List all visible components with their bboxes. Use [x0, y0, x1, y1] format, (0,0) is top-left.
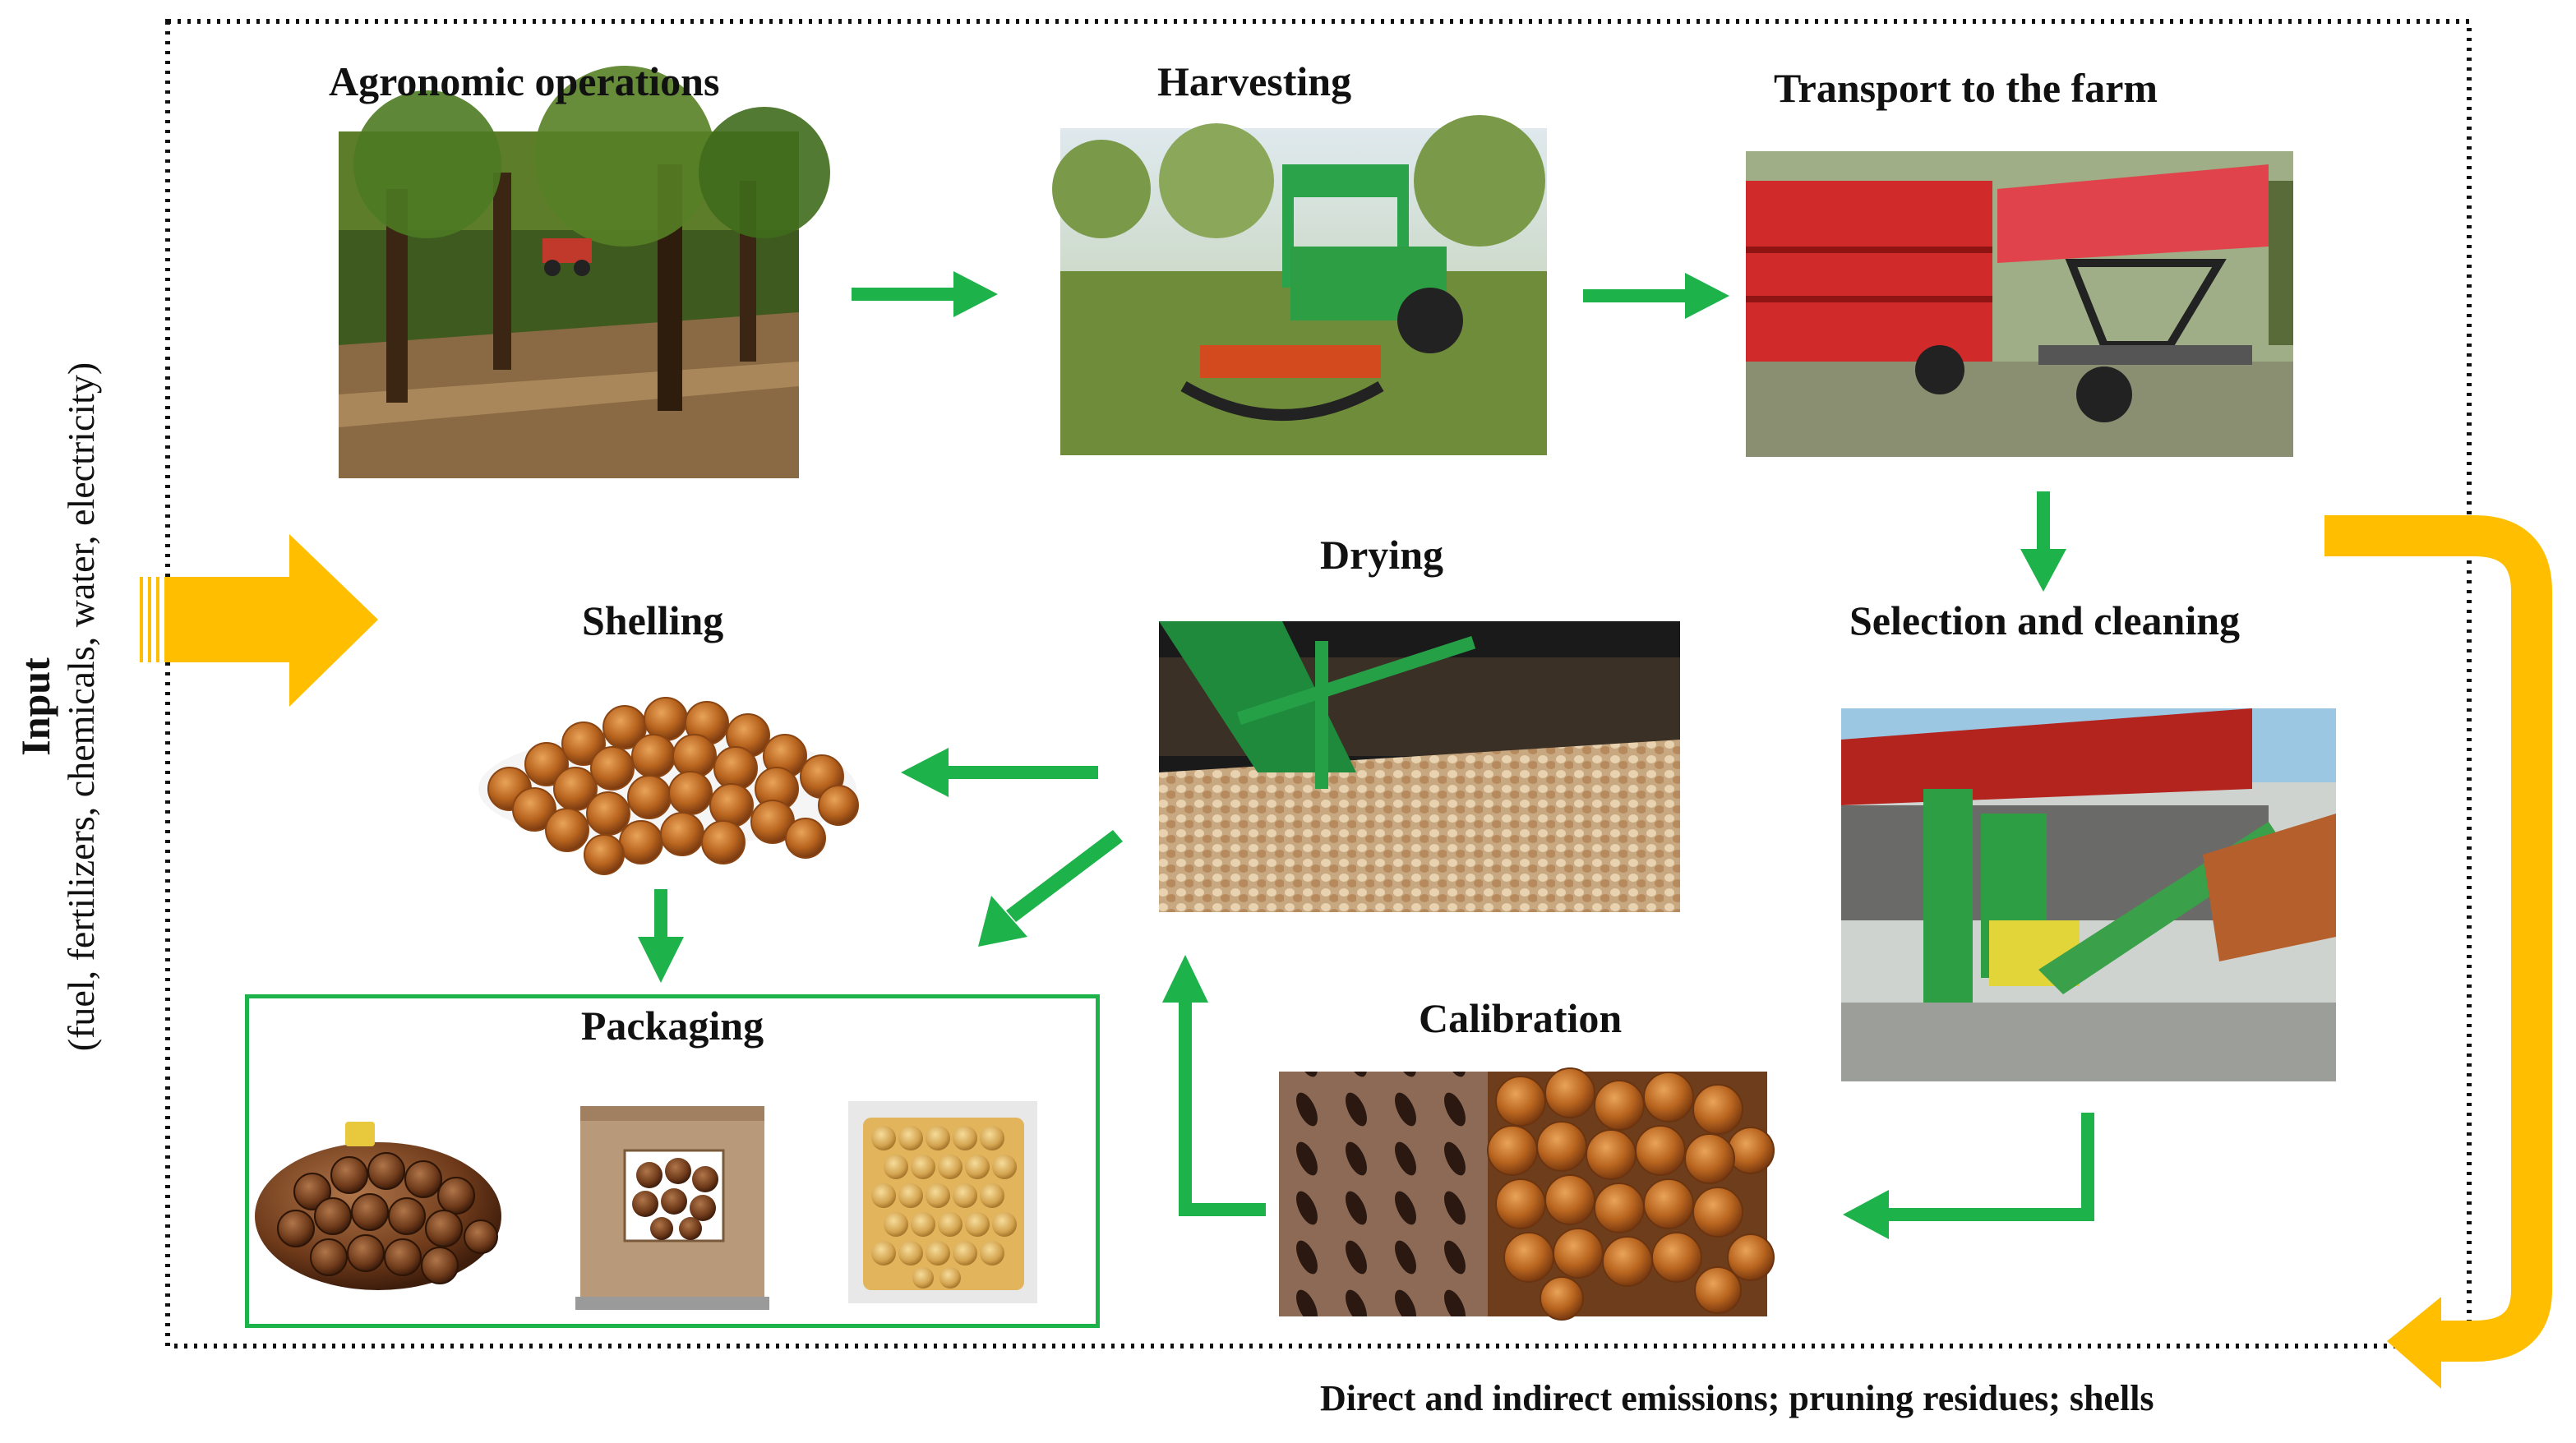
- packaging-paper-bag: [575, 1106, 769, 1310]
- arrow-shelling-to-packaging: [638, 889, 684, 983]
- packaging-net-bag: [255, 1122, 501, 1290]
- stage-label-calibration: Calibration: [1419, 995, 1623, 1041]
- arrow-drying-to-packaging: [978, 830, 1123, 947]
- arrow-calibration-to-drying: [1162, 955, 1266, 1216]
- arrow-transport-to-selection: [2020, 491, 2066, 592]
- process-boundary: [165, 19, 2472, 1348]
- packaging-box: Packaging: [245, 994, 1100, 1328]
- stage-label-selection: Selection and cleaning: [1849, 597, 2241, 643]
- stage-label-transport: Transport to the farm: [1774, 65, 2158, 111]
- transport-photo: [1746, 151, 2293, 457]
- input-arrow: [140, 534, 378, 707]
- arrow-selection-to-calibration: [1843, 1113, 2094, 1239]
- stage-label-drying: Drying: [1320, 532, 1443, 578]
- stage-label-agronomic: Agronomic operations: [329, 58, 720, 104]
- drying-photo: [1159, 621, 1680, 912]
- harvesting-photo: [1052, 115, 1547, 455]
- stage-label-harvesting: Harvesting: [1157, 58, 1352, 104]
- output-label: Direct and indirect emissions; pruning r…: [1320, 1378, 2154, 1418]
- input-detail: (fuel, fertilizers, chemicals, water, el…: [60, 362, 102, 1052]
- shelling-photo: [478, 697, 859, 875]
- stage-label-packaging: Packaging: [580, 1003, 764, 1049]
- arrow-harvesting-to-transport: [1583, 273, 1729, 319]
- output-arrow: [2324, 515, 2552, 1389]
- agronomic-operations-photo: [339, 66, 830, 478]
- arrow-agronomic-to-harvesting: [852, 271, 998, 317]
- arrow-drying-to-shelling: [901, 748, 1098, 797]
- stage-label-shelling: Shelling: [582, 597, 724, 643]
- input-title: Input: [12, 657, 58, 756]
- calibration-nuts: [1487, 1067, 1775, 1321]
- selection-cleaning-photo: [1841, 708, 2336, 1081]
- packaging-vacuum-bag: [848, 1101, 1037, 1303]
